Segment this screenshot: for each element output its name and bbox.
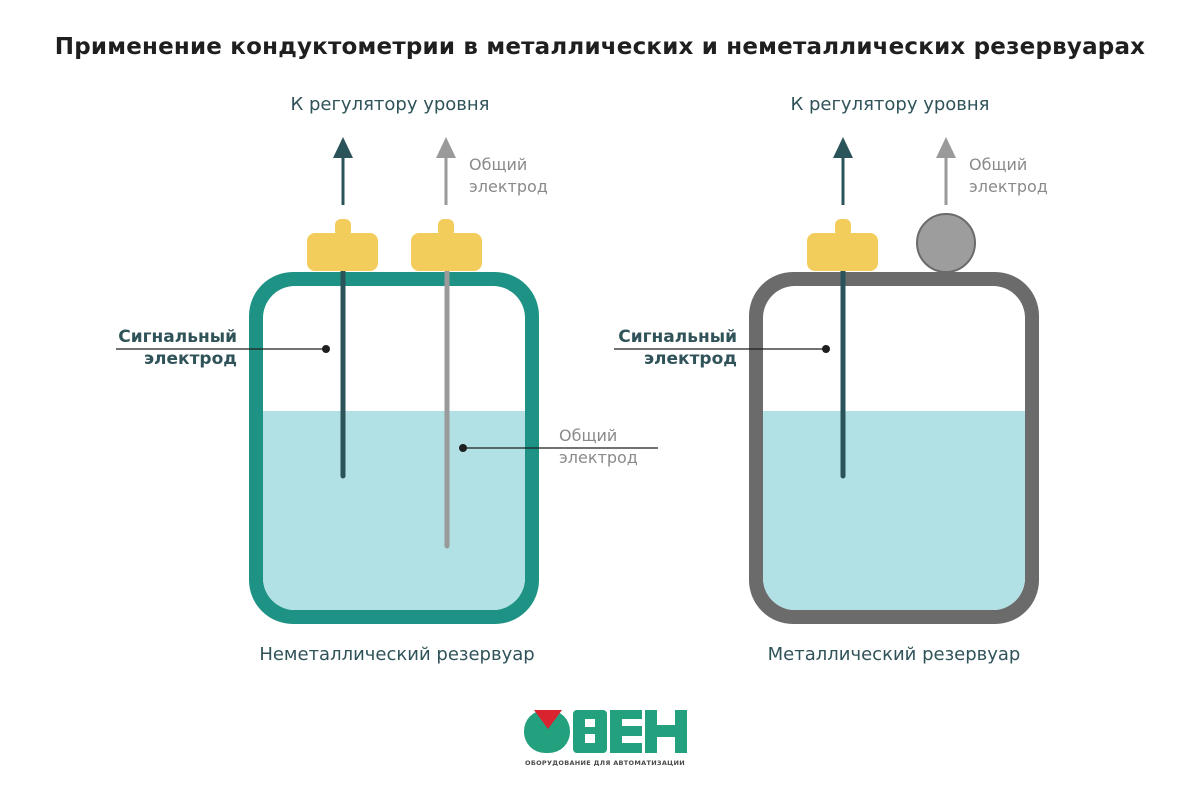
left-common-leader-dot <box>459 444 467 452</box>
left-signal-leader-dot <box>322 345 330 353</box>
left-top-common-label-1: Общий <box>469 155 527 174</box>
right-signal-label-1: Сигнальный <box>618 327 737 347</box>
left-inner-common-label-2: электрод <box>559 448 638 467</box>
right-signal-connector <box>807 219 878 271</box>
right-top-common-label-1: Общий <box>969 155 1027 174</box>
right-common-arrow-icon <box>936 137 956 205</box>
left-inner-common-label-1: Общий <box>559 426 617 445</box>
right-common-terminal <box>916 213 976 273</box>
right-signal-arrow-icon <box>833 137 853 205</box>
metal-tank-group: К регулятору уровня Общий электрод Сигна… <box>614 94 1048 665</box>
right-signal-leader-dot <box>822 345 830 353</box>
right-top-common-label-2: электрод <box>969 177 1048 196</box>
left-signal-label-1: Сигнальный <box>118 327 237 347</box>
left-top-common-label-2: электрод <box>469 177 548 196</box>
metal-tank-liquid <box>763 411 1025 610</box>
left-signal-arrow-icon <box>333 137 353 205</box>
left-header-label: К регулятору уровня <box>290 94 489 115</box>
right-header-label: К регулятору уровня <box>790 94 989 115</box>
left-signal-connector <box>307 219 378 271</box>
oven-logo: ОБОРУДОВАНИЕ ДЛЯ АВТОМАТИЗАЦИИ <box>524 710 687 767</box>
left-common-arrow-icon <box>436 137 456 205</box>
metal-tank-caption: Металлический резервуар <box>768 644 1021 665</box>
nonmetal-tank-liquid <box>263 411 525 610</box>
page-title: Применение кондуктометрии в металлически… <box>54 34 1146 60</box>
oven-logo-mark <box>524 710 687 753</box>
nonmetal-tank-caption: Неметаллический резервуар <box>259 644 534 665</box>
nonmetal-tank-group: К регулятору уровня Общий электрод <box>116 94 658 665</box>
left-common-connector <box>411 219 482 271</box>
right-signal-label-2: электрод <box>644 349 737 369</box>
oven-logo-tagline: ОБОРУДОВАНИЕ ДЛЯ АВТОМАТИЗАЦИИ <box>525 759 685 767</box>
left-signal-label-2: электрод <box>144 349 237 369</box>
